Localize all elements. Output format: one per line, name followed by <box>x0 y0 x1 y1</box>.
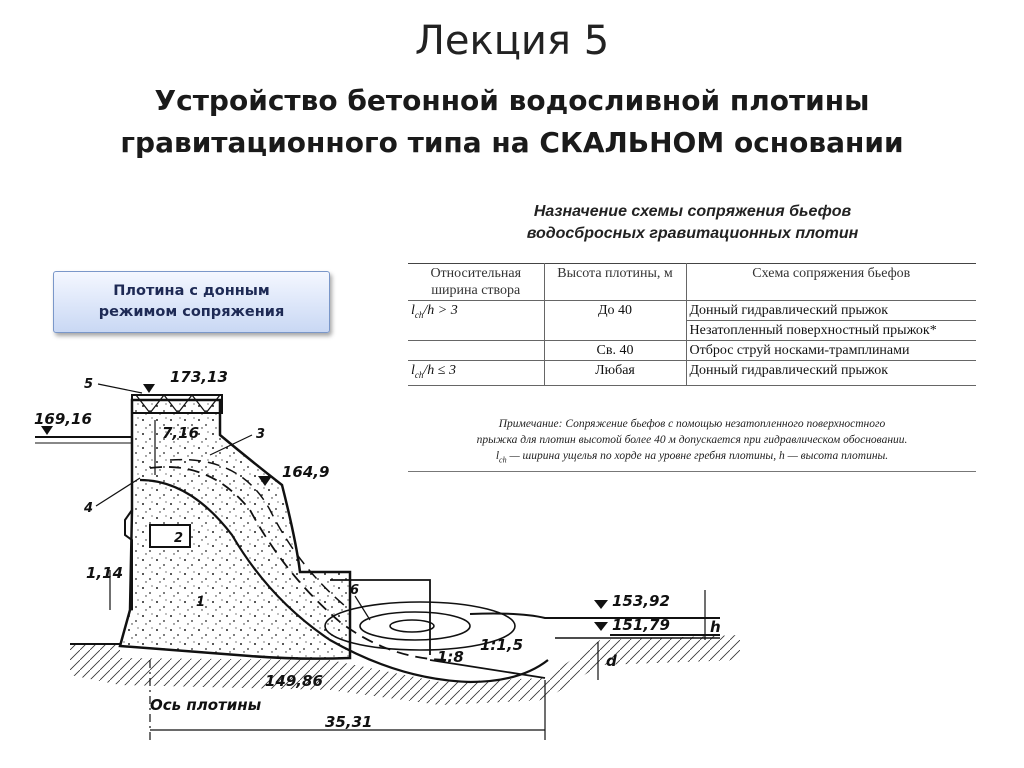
slide-subtitle: Устройство бетонной водосливной плотины … <box>0 80 1024 164</box>
d-label: d <box>606 652 617 670</box>
elev-marker-jet <box>258 476 272 486</box>
marker-2: 2 <box>174 531 183 546</box>
scheme-table: Относительная ширина створа Высота плоти… <box>408 263 976 386</box>
jump-vortex-inner <box>389 619 435 633</box>
basin-wall <box>330 579 431 655</box>
width-subscript: ch <box>414 369 424 380</box>
note-line-1: Примечание: Сопряжение бьефов с помощью … <box>498 418 886 430</box>
header-width: Относительная ширина створа <box>408 263 545 301</box>
table-header-row: Относительная ширина створа Высота плоти… <box>408 263 976 301</box>
row-3-height: Св. 40 <box>543 340 687 361</box>
header-height: Высота плотины, м <box>543 263 687 301</box>
note-line-3: lch — ширина ущелья по хорде на уровне г… <box>495 450 889 465</box>
table-caption: Назначение схемы сопряжения бьефов водос… <box>410 201 975 245</box>
spillway-face <box>139 478 549 684</box>
table-row: lch/h > 3 До 40 Донный гидравлический пр… <box>408 300 976 341</box>
dam-axis-label: Ось плотины <box>150 696 262 714</box>
marker-6: 6 <box>350 583 359 598</box>
table-caption-line-2: водосбросных гравитационных плотин <box>526 225 859 242</box>
h-label: h <box>710 618 721 636</box>
dam-crest-gate <box>131 394 223 414</box>
elev-marker-upstream <box>41 426 53 435</box>
table-caption-line-1: Назначение схемы сопряжения бьефов <box>533 203 852 220</box>
table-row: lch/h ≤ 3 Любая Донный гидравлический пр… <box>408 360 976 386</box>
crest-elevation-label: 173,13 <box>170 368 228 386</box>
leader-4 <box>95 477 141 507</box>
width-condition: /h ≤ 3 <box>423 363 456 378</box>
leader-3 <box>209 434 253 456</box>
flow-line-dashed-2 <box>169 458 351 611</box>
row-3-width <box>408 340 545 361</box>
note-subscript: ch <box>499 455 507 465</box>
leader-6 <box>354 595 371 621</box>
badge-line-1: Плотина с донным <box>113 283 270 299</box>
dam-cross-section-drawing: 173,13 169,16 7,16 164,9 153,92 151,79 1… <box>34 368 740 740</box>
crest-truss <box>135 393 221 415</box>
jump-vortex-mid <box>359 611 471 641</box>
length-dimension-label: 35,31 <box>325 713 372 731</box>
dam-type-badge: Плотина с донным режимом сопряжения <box>53 271 330 333</box>
tailwater-surface <box>469 612 720 619</box>
note-line-3-text: — ширина ущелья по хорде на уровне гребн… <box>506 450 889 462</box>
width-subscript: ch <box>414 309 424 320</box>
subtitle-line-1: Устройство бетонной водосливной плотины <box>154 84 870 117</box>
basin-end-sill <box>429 659 546 679</box>
gallery <box>149 524 191 548</box>
jump-vortex-outer <box>324 601 516 651</box>
width-condition: /h > 3 <box>423 303 458 318</box>
foundation-hatching <box>70 635 740 705</box>
row-1-height: До 40 <box>543 300 687 341</box>
tail-elevation-label-2: 151,79 <box>612 616 670 634</box>
dam-body <box>118 398 352 660</box>
elev-marker-tail-2 <box>594 622 608 631</box>
tail-elevation-label-1: 153,92 <box>612 592 670 610</box>
base-elevation-label: 149,86 <box>265 672 323 690</box>
header-scheme: Схема сопряжения бьефов <box>685 263 976 301</box>
leader-5 <box>97 383 143 394</box>
elev-marker-crest <box>143 384 155 393</box>
upstream-wall <box>124 420 133 610</box>
row-4-scheme: Донный гидравлический прыжок <box>685 360 976 386</box>
row-4-width: lch/h ≤ 3 <box>408 360 545 386</box>
table-row: Св. 40 Отброс струй носками-трамплинами <box>408 340 976 361</box>
table-row: Незатопленный поверхностный прыжок* <box>408 320 976 341</box>
marker-3: 3 <box>256 427 265 442</box>
slope-label-2: 1:1,5 <box>480 636 523 654</box>
upstream-elevation-label: 169,16 <box>34 410 92 428</box>
note-line-2: прыжка для плотин высотой более 40 м доп… <box>476 434 908 446</box>
row-2-scheme: Незатопленный поверхностный прыжок* <box>686 320 976 341</box>
row-1-scheme: Донный гидравлический прыжок <box>685 300 976 321</box>
slide-title: Лекция 5 <box>414 18 610 64</box>
badge-line-2: режимом сопряжения <box>98 304 285 320</box>
marker-1: 1 <box>196 595 205 610</box>
row-1-width: lch/h > 3 <box>408 300 545 341</box>
offset-dimension-label: 1,14 <box>86 564 123 582</box>
jet-elevation-label: 164,9 <box>282 463 329 481</box>
gate-dimension-label: 7,16 <box>162 424 199 442</box>
subtitle-line-2: гравитационного типа на СКАЛЬНОМ основан… <box>120 126 904 159</box>
elev-marker-tail-1 <box>594 600 608 609</box>
marker-5: 5 <box>84 377 93 392</box>
row-3-scheme: Отброс струй носками-трамплинами <box>685 340 976 361</box>
marker-4: 4 <box>83 501 93 516</box>
table-note: Примечание: Сопряжение бьефов с помощью … <box>408 416 976 473</box>
row-4-height: Любая <box>543 360 687 386</box>
slope-label-1: 1:8 <box>437 648 464 666</box>
